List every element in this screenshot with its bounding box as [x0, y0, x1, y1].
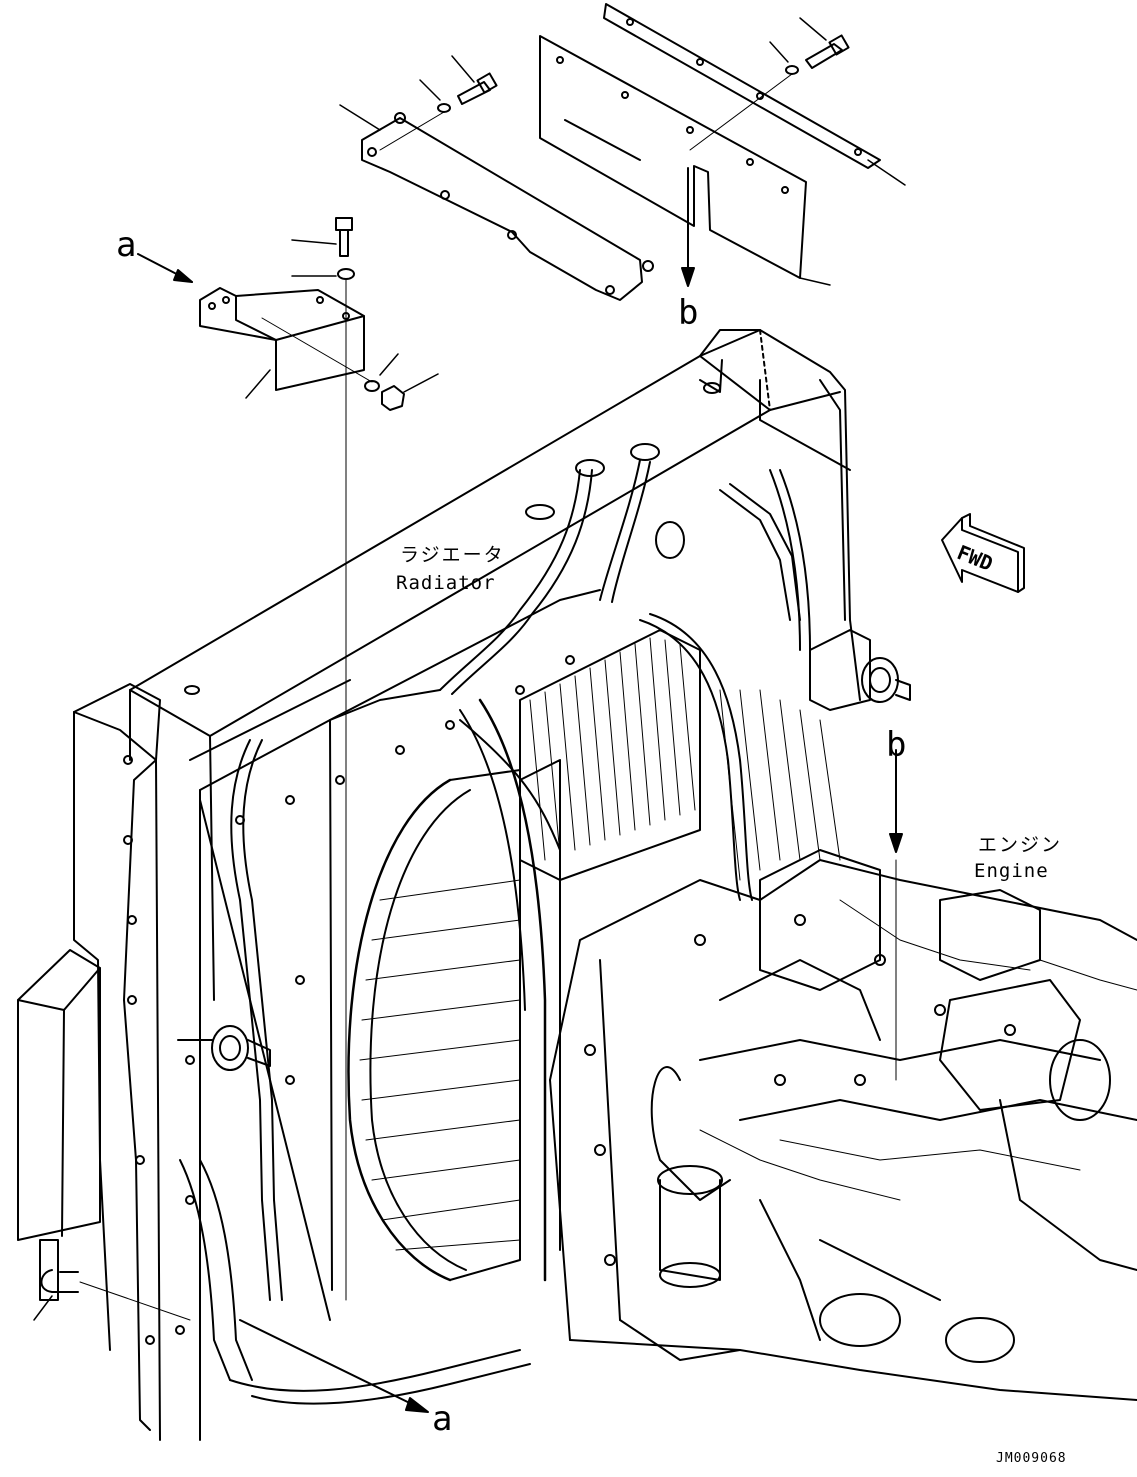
- left-side-frame: [73, 679, 351, 1441]
- nut-washer-a: [261, 317, 439, 411]
- vertical-bolt-a: [291, 217, 355, 1301]
- arrow-b-right: [889, 749, 903, 1081]
- arrow-a-bottom: [239, 1319, 429, 1413]
- fan-shroud: [347, 698, 561, 1282]
- bolt-middle: [379, 55, 498, 151]
- engine-label-en: Engine: [974, 860, 1049, 882]
- left-hanging-box: [17, 949, 101, 1301]
- radiator-inner-panel: [175, 589, 601, 1335]
- left-connector: [177, 1025, 271, 1071]
- engine-block: [549, 849, 1137, 1401]
- bolt-upper-right: [689, 17, 850, 151]
- u-clip: [33, 1269, 191, 1321]
- radiator-label-en: Radiator: [396, 572, 496, 594]
- arrow-b-top: [681, 167, 695, 287]
- callout-b-top: b: [678, 293, 699, 333]
- callout-a-bottom: a: [432, 1399, 453, 1439]
- small-bracket-a: [199, 287, 365, 399]
- callout-b-right: b: [886, 725, 907, 765]
- radiator-core-fins: [519, 629, 841, 881]
- hose-lines: [230, 443, 811, 1301]
- right-connector: [809, 629, 911, 711]
- middle-bracket-plate: [339, 104, 654, 301]
- engine-label-jp: エンジン: [978, 834, 1063, 856]
- radiator-housing: [129, 329, 861, 1001]
- lower-left-tube: [179, 1159, 531, 1405]
- fwd-arrow-shape: [941, 513, 1025, 593]
- upper-cover-plate: [539, 35, 831, 286]
- drawing-code: JM009068: [996, 1451, 1067, 1466]
- callout-a-top: a: [116, 225, 137, 265]
- long-strip-bracket: [603, 3, 906, 186]
- arrow-a-top: [137, 253, 193, 283]
- radiator-label-jp: ラジエータ: [400, 544, 505, 566]
